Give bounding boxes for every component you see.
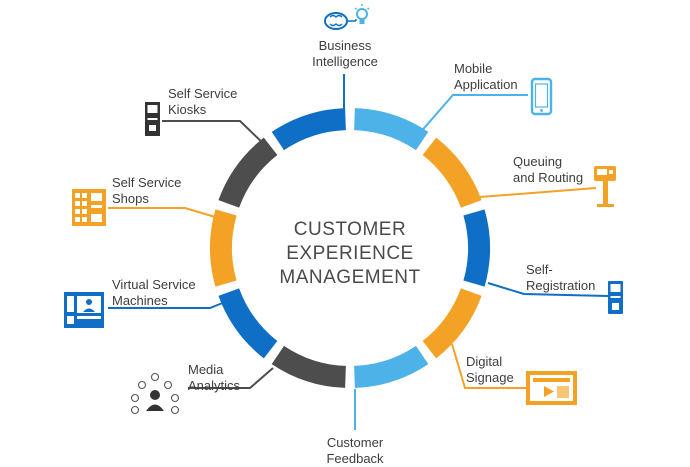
social-media-people-icon — [130, 372, 180, 415]
center-title-line-3: MANAGEMENT — [279, 267, 421, 288]
ticket-dispenser-icon — [594, 166, 616, 207]
connector-self-registration — [487, 282, 609, 297]
label-line: Mobile — [454, 61, 493, 76]
brain-lightbulb-icon — [324, 4, 370, 30]
label-line: Kiosks — [168, 102, 207, 117]
segment-queuing-and-routing — [422, 137, 482, 208]
label-digital-signage: Digital Signage — [466, 354, 514, 386]
segment-virtual-service-machines — [218, 288, 278, 359]
center-title: CUSTOMER EXPERIENCE MANAGEMENT — [250, 218, 450, 290]
registration-kiosk-icon — [608, 281, 623, 314]
label-line: Virtual Service — [112, 277, 196, 292]
label-queuing-and-routing: Queuing and Routing — [513, 154, 583, 186]
label-self-service-shops: Self Service Shops — [112, 175, 181, 207]
label-line: Shops — [112, 191, 149, 206]
center-title-line-1: CUSTOMER — [293, 219, 407, 240]
label-line: Intelligence — [312, 54, 378, 69]
label-business-intelligence: Business Intelligence — [290, 38, 400, 70]
label-line: Digital — [466, 354, 503, 369]
connector-digital-signage — [451, 343, 526, 389]
label-customer-feedback: Customer Feedback — [300, 435, 410, 467]
segment-media-analytics — [271, 345, 346, 388]
label-line: Customer — [326, 435, 384, 450]
connector-self-service-kiosks — [162, 120, 269, 149]
label-line: Signage — [466, 370, 514, 385]
label-line: Analytics — [188, 378, 241, 393]
connector-queuing-and-routing — [466, 187, 597, 199]
vending-shop-icon — [72, 189, 106, 226]
connector-mobile-application — [417, 94, 528, 136]
label-line: Registration — [526, 278, 596, 293]
label-line: Self Service — [112, 175, 182, 190]
connector-media-analytics — [188, 367, 274, 389]
segment-self-registration — [463, 209, 490, 287]
kiosk-icon — [145, 102, 160, 136]
smartphone-icon — [530, 77, 553, 116]
label-virtual-service-machines: Virtual Service Machines — [112, 277, 196, 309]
label-line: Business — [318, 38, 372, 53]
label-media-analytics: Media Analytics — [188, 362, 240, 394]
connector-self-service-shops — [108, 207, 233, 223]
label-line: Self- — [526, 262, 553, 277]
label-line: Machines — [112, 293, 168, 308]
video-screen-icon — [526, 371, 577, 405]
virtual-machine-icon — [64, 292, 104, 328]
label-mobile-application: Mobile Application — [454, 61, 518, 93]
segment-mobile-application — [354, 108, 429, 151]
label-line: Feedback — [326, 451, 384, 466]
label-line: Queuing — [513, 154, 563, 169]
label-line: Application — [454, 77, 518, 92]
segment-self-service-shops — [209, 209, 237, 287]
center-title-line-2: EXPERIENCE — [286, 243, 414, 264]
segment-self-service-kiosks — [218, 137, 278, 208]
connector-virtual-service-machines — [108, 301, 226, 309]
segment-customer-feedback — [354, 345, 429, 388]
label-line: Media — [188, 362, 224, 377]
segment-digital-signage — [422, 288, 482, 359]
segment-business-intelligence — [271, 108, 346, 151]
label-self-registration: Self- Registration — [526, 262, 595, 294]
label-self-service-kiosks: Self Service Kiosks — [168, 86, 237, 118]
label-line: Self Service — [168, 86, 238, 101]
label-line: and Routing — [513, 170, 584, 185]
